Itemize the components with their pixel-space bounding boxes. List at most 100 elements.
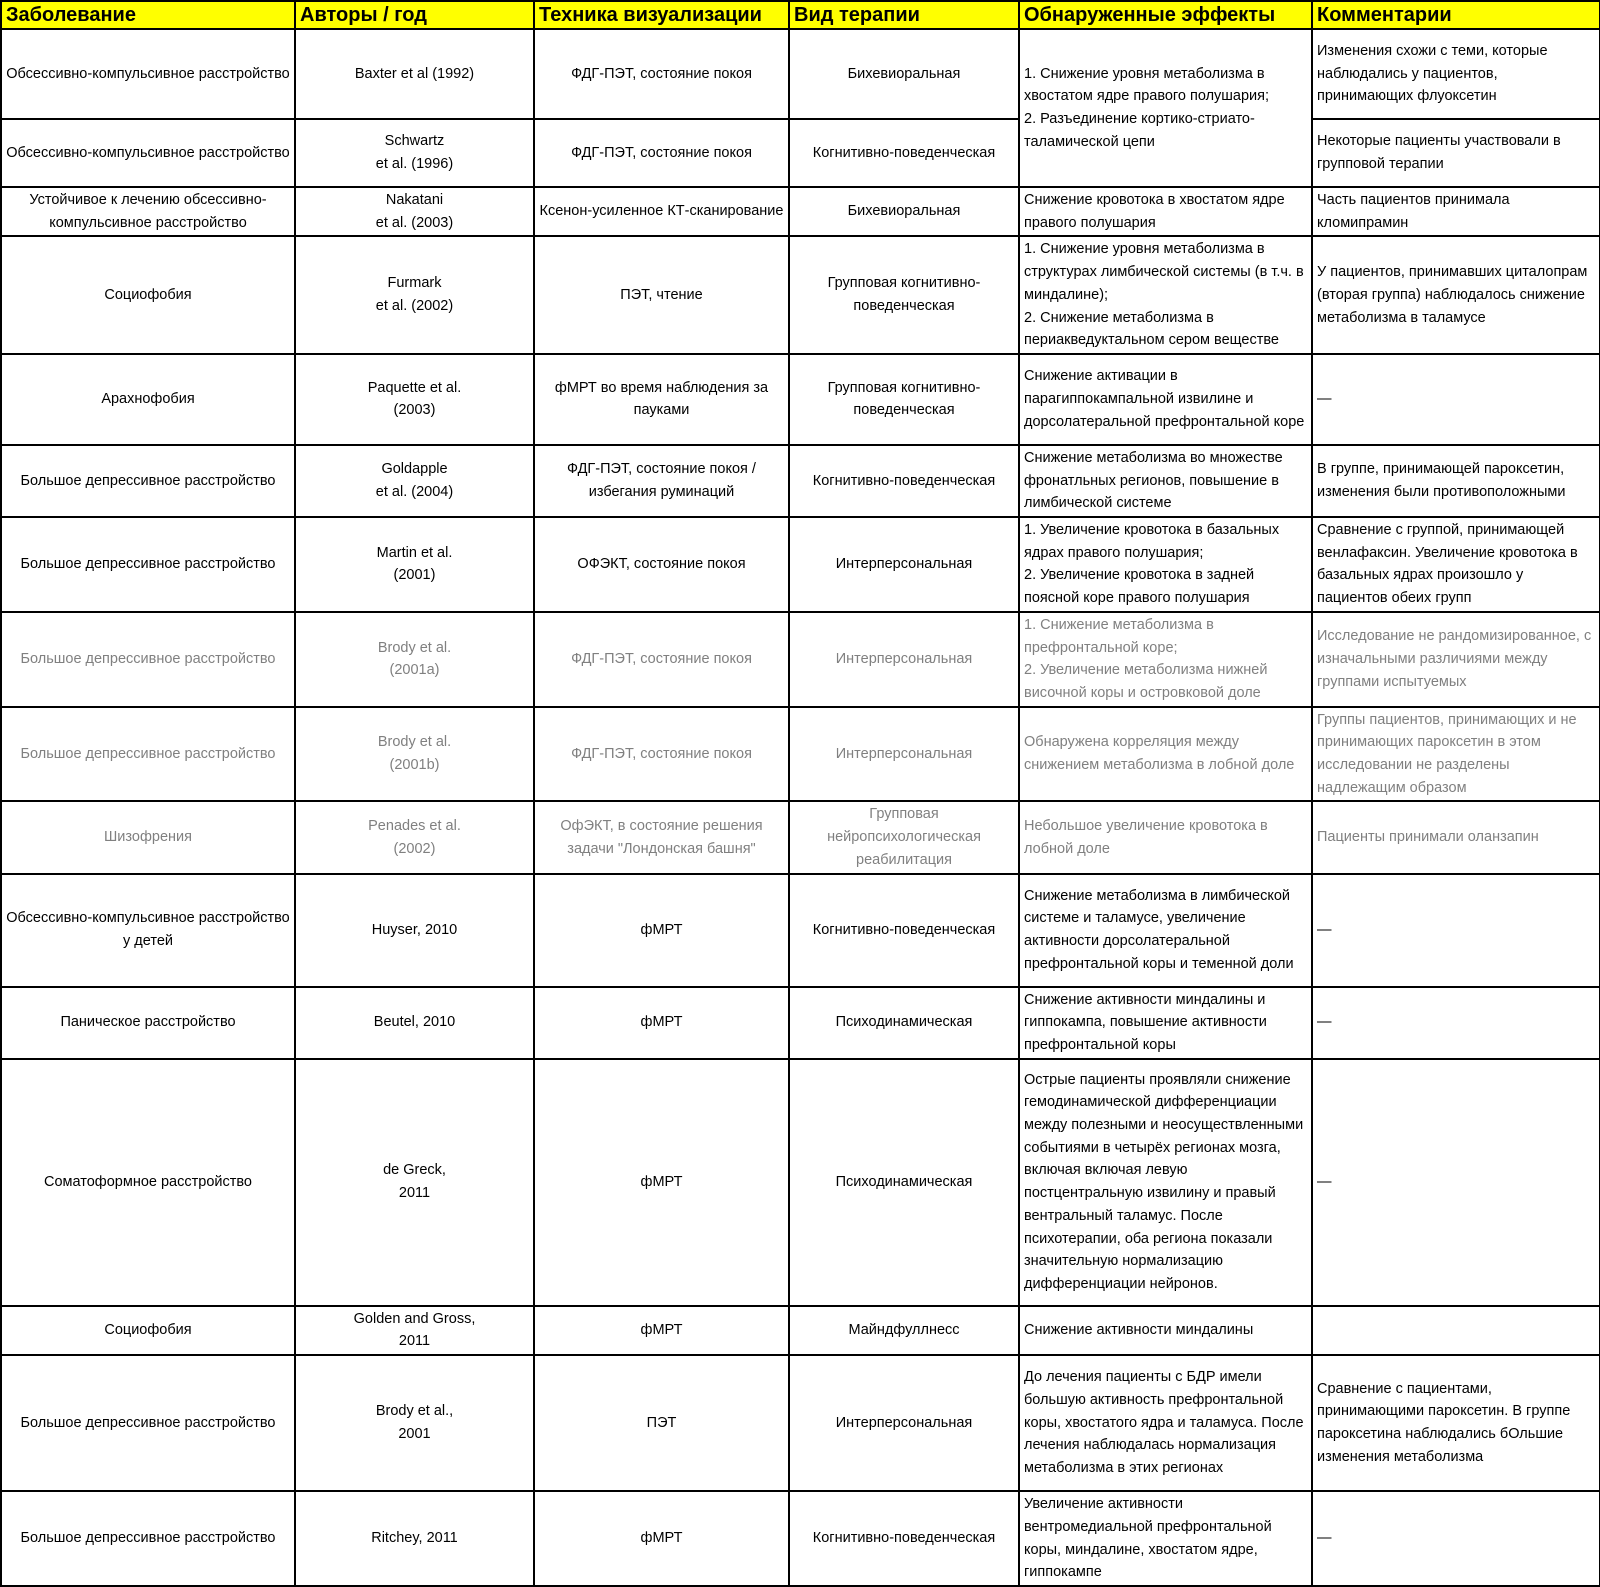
cell-disease: Шизофрения	[0, 800, 296, 875]
cell-technique: ОФЭКТ, состояние покоя	[533, 516, 790, 613]
cell-disease: Социофобия	[0, 1304, 296, 1357]
cell-therapy: Групповая когнитивно-поведенческая	[788, 235, 1020, 355]
cell-technique: ПЭТ	[533, 1354, 790, 1493]
table-row: Шизофрения Penades et al.(2002) ОфЭКТ, в…	[0, 800, 1600, 875]
cell-authors: Penades et al.(2002)	[294, 800, 535, 875]
cell-technique: ФДГ-ПЭТ, состояние покоя	[533, 705, 790, 803]
cell-comments: —	[1311, 872, 1600, 988]
cell-disease: Соматоформное расстройство	[0, 1057, 296, 1307]
cell-comments: —	[1311, 1490, 1600, 1587]
cell-comments: Сравнение с пациентами, принимающими пар…	[1311, 1354, 1600, 1493]
table-row: Большое депрессивное расстройство Brody …	[0, 1354, 1600, 1493]
header-technique: Техника визуализации	[533, 0, 790, 30]
table-row: Соматоформное расстройство de Greck,2011…	[0, 1057, 1600, 1307]
header-effects: Обнаруженные эффекты	[1018, 0, 1313, 30]
table-row: Обсессивно-компульсивное расстройство Ba…	[0, 28, 1600, 188]
cell-disease: Большое депрессивное расстройство	[0, 443, 296, 519]
cell-comments: Сравнение с группой, принимающей венлафа…	[1311, 516, 1600, 613]
cell-disease: Устойчивое к лечению обсессивно-компульс…	[0, 185, 296, 238]
cell-disease: Паническое расстройство	[0, 985, 296, 1060]
cell-therapy: Интерперсональная	[788, 1354, 1020, 1493]
table-row: Большое депрессивное расстройство Goldap…	[0, 443, 1600, 519]
cell-comments: Исследование не рандомизированное, с изн…	[1311, 610, 1600, 708]
cell-comments: —	[1311, 985, 1600, 1060]
cell-disease: Большое депрессивное расстройство	[0, 1354, 296, 1493]
cell-authors: Martin et al.(2001)	[294, 516, 535, 613]
cell-effects: Снижение активности миндалины и гиппокам…	[1018, 985, 1313, 1060]
cell-effects: Снижение метаболизма в лимбической систе…	[1018, 872, 1313, 988]
cell-technique: ФДГ-ПЭТ, состояние покоя	[533, 610, 790, 708]
table-row: Паническое расстройство Beutel, 2010 фМР…	[0, 985, 1600, 1060]
cell-therapy: Майндфуллнесс	[788, 1304, 1020, 1357]
cell-comments: В группе, принимающей пароксетин, измене…	[1311, 443, 1600, 519]
cell-comments	[1311, 1304, 1600, 1357]
cell-effects: Снижение метаболизма во множестве фронат…	[1018, 443, 1313, 519]
cell-technique: ФДГ-ПЭТ, состояние покоя	[533, 118, 790, 188]
cell-authors: Baxter et al (1992)	[294, 28, 535, 120]
cell-technique: фМРТ	[533, 872, 790, 988]
cell-technique: ОфЭКТ, в состояние решения задачи "Лондо…	[533, 800, 790, 875]
table-row: Большое депрессивное расстройство Brody …	[0, 705, 1600, 803]
cell-authors: de Greck,2011	[294, 1057, 535, 1307]
cell-therapy: Когнитивно-поведенческая	[788, 443, 1020, 519]
cell-therapy: Групповая нейропсихологическая реабилита…	[788, 800, 1020, 875]
cell-effects: Снижение кровотока в хвостатом ядре прав…	[1018, 185, 1313, 238]
cell-authors: Beutel, 2010	[294, 985, 535, 1060]
table-row: Арахнофобия Paquette et al.(2003) фМРТ в…	[0, 352, 1600, 446]
table-row: Социофобия Golden and Gross,2011 фМРТ Ма…	[0, 1304, 1600, 1357]
cell-comments: Некоторые пациенты участвовали в группов…	[1311, 118, 1600, 188]
cell-effects: Снижение активности миндалины	[1018, 1304, 1313, 1357]
cell-disease: Обсессивно-компульсивное расстройство у …	[0, 872, 296, 988]
cell-disease: Арахнофобия	[0, 352, 296, 446]
cell-therapy: Интерперсональная	[788, 610, 1020, 708]
cell-effects: Снижение активации в парагиппокампальной…	[1018, 352, 1313, 446]
table-row: Большое депрессивное расстройство Ritche…	[0, 1490, 1600, 1587]
cell-comments: —	[1311, 1057, 1600, 1307]
cell-therapy: Когнитивно-поведенческая	[788, 118, 1020, 188]
cell-authors: Paquette et al.(2003)	[294, 352, 535, 446]
cell-technique: ФДГ-ПЭТ, состояние покоя / избегания рум…	[533, 443, 790, 519]
cell-disease: Большое депрессивное расстройство	[0, 516, 296, 613]
cell-authors: Huyser, 2010	[294, 872, 535, 988]
cell-comments: Пациенты принимали оланзапин	[1311, 800, 1600, 875]
cell-effects: Небольшое увеличение кровотока в лобной …	[1018, 800, 1313, 875]
cell-authors: Ritchey, 2011	[294, 1490, 535, 1587]
cell-authors: Golden and Gross,2011	[294, 1304, 535, 1357]
cell-comments: —	[1311, 352, 1600, 446]
cell-authors: Brody et al.(2001b)	[294, 705, 535, 803]
cell-comments: Изменения схожи с теми, которые наблюдал…	[1311, 28, 1600, 120]
table-row: Устойчивое к лечению обсессивно-компульс…	[0, 185, 1600, 238]
cell-technique: фМРТ	[533, 1057, 790, 1307]
cell-therapy: Групповая когнитивно-поведенческая	[788, 352, 1020, 446]
cell-authors: Brody et al.(2001a)	[294, 610, 535, 708]
header-disease: Заболевание	[0, 0, 296, 30]
cell-effects: Увеличение активности вентромедиальной п…	[1018, 1490, 1313, 1587]
cell-disease: Социофобия	[0, 235, 296, 355]
cell-therapy: Психодинамическая	[788, 1057, 1020, 1307]
cell-disease: Большое депрессивное расстройство	[0, 1490, 296, 1587]
cell-authors: Brody et al.,2001	[294, 1354, 535, 1493]
cell-effects: До лечения пациенты с БДР имели большую …	[1018, 1354, 1313, 1493]
cell-disease: Обсессивно-компульсивное расстройство	[0, 118, 296, 188]
header-therapy: Вид терапии	[788, 0, 1020, 30]
table-row: Обсессивно-компульсивное расстройство у …	[0, 872, 1600, 988]
table-row: Большое депрессивное расстройство Brody …	[0, 610, 1600, 708]
cell-therapy: Интерперсональная	[788, 705, 1020, 803]
cell-effects: Обнаружена корреляция между снижением ме…	[1018, 705, 1313, 803]
cell-therapy: Когнитивно-поведенческая	[788, 1490, 1020, 1587]
cell-therapy: Бихевиоральная	[788, 185, 1020, 238]
cell-technique: фМРТ	[533, 1490, 790, 1587]
cell-disease: Обсессивно-компульсивное расстройство	[0, 28, 296, 120]
cell-comments: У пациентов, принимавших циталопрам (вто…	[1311, 235, 1600, 355]
cell-technique: ФДГ-ПЭТ, состояние покоя	[533, 28, 790, 120]
cell-comments: Группы пациентов, принимающих и не прини…	[1311, 705, 1600, 803]
cell-technique: ПЭТ, чтение	[533, 235, 790, 355]
cell-effects: Острые пациенты проявляли снижение гемод…	[1018, 1057, 1313, 1307]
cell-technique: Ксенон-усиленное КТ-сканирование	[533, 185, 790, 238]
